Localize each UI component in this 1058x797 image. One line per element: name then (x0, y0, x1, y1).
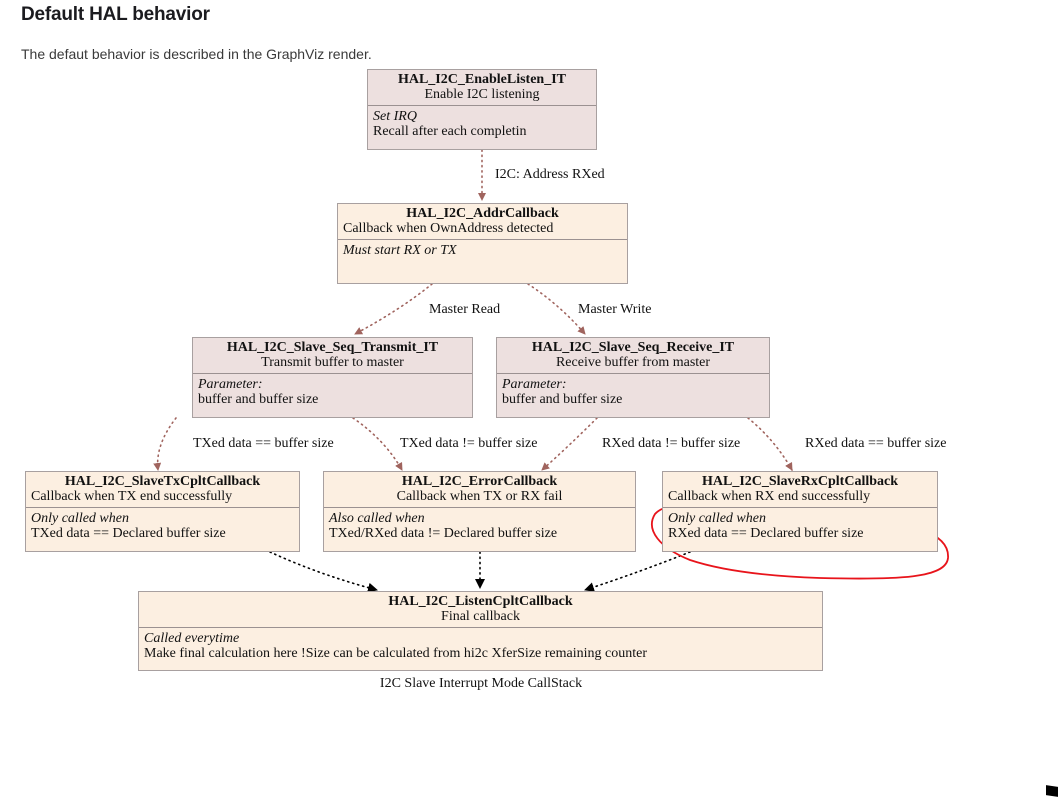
node-seq-receive: HAL_I2C_Slave_Seq_Receive_IT Receive buf… (496, 337, 770, 418)
edge-label-address-rxed: I2C: Address RXed (495, 167, 605, 182)
node-function-name: HAL_I2C_AddrCallback (406, 206, 559, 221)
node-note: Only called when (668, 511, 766, 526)
node-function-name: HAL_I2C_SlaveRxCpltCallback (701, 474, 899, 489)
node-function-name: HAL_I2C_ListenCpltCallback (388, 594, 573, 609)
cursor-fragment (1046, 785, 1058, 797)
edge-rx-equal (747, 417, 793, 471)
node-note: Must start RX or TX (343, 243, 457, 258)
edge-rx-not-equal (541, 417, 598, 471)
node-addr-callback: HAL_I2C_AddrCallback Callback when OwnAd… (337, 203, 628, 284)
node-note: Called everytime (144, 631, 240, 646)
node-enable-listen: HAL_I2C_EnableListen_IT Enable I2C liste… (367, 69, 597, 150)
node-rx-cplt-callback: HAL_I2C_SlaveRxCpltCallback Callback whe… (662, 471, 938, 552)
node-detail: TXed/RXed data != Declared buffer size (329, 526, 558, 541)
node-note: Also called when (329, 511, 425, 526)
graph-caption: I2C Slave Interrupt Mode CallStack (379, 676, 583, 691)
node-seq-transmit: HAL_I2C_Slave_Seq_Transmit_IT Transmit b… (192, 337, 473, 418)
page-description: The defaut behavior is described in the … (21, 46, 372, 62)
edge-label-tx-not-equal: TXed data != buffer size (400, 436, 538, 451)
node-listen-cplt-callback: HAL_I2C_ListenCpltCallback Final callbac… (138, 591, 823, 671)
node-detail: buffer and buffer size (502, 392, 623, 407)
node-detail: RXed data == Declared buffer size (668, 526, 864, 541)
node-error-callback: HAL_I2C_ErrorCallback Callback when TX o… (323, 471, 636, 552)
edge-tx-not-equal (352, 417, 403, 471)
node-detail: buffer and buffer size (198, 392, 319, 407)
node-description: Callback when TX end successfully (31, 489, 233, 504)
node-note: Only called when (31, 511, 129, 526)
node-description: Final callback (441, 609, 520, 624)
node-detail: Recall after each completin (373, 124, 527, 139)
edge-label-master-write: Master Write (578, 302, 652, 317)
node-function-name: HAL_I2C_ErrorCallback (401, 474, 558, 489)
page-title: Default HAL behavior (21, 4, 210, 25)
edge-label-tx-equal: TXed data == buffer size (193, 436, 334, 451)
node-note: Parameter: (198, 377, 263, 392)
edge-label-master-read: Master Read (429, 302, 501, 317)
node-description: Receive buffer from master (555, 355, 711, 370)
edge-label-rx-not-equal: RXed data != buffer size (602, 436, 741, 451)
node-function-name: HAL_I2C_Slave_Seq_Transmit_IT (226, 340, 439, 355)
edge-master-read (354, 283, 433, 335)
node-description: Callback when OwnAddress detected (343, 221, 554, 236)
node-detail: TXed data == Declared buffer size (31, 526, 226, 541)
node-function-name: HAL_I2C_EnableListen_IT (397, 72, 567, 87)
node-description: Callback when RX end successfully (668, 489, 871, 504)
edge-master-write (527, 283, 586, 335)
edge-rx-to-final (584, 551, 691, 592)
edge-label-rx-equal: RXed data == buffer size (805, 436, 947, 451)
node-description: Callback when TX or RX fail (396, 489, 563, 504)
node-description: Transmit buffer to master (261, 355, 404, 370)
node-detail: Make final calculation here !Size can be… (144, 646, 647, 661)
edge-tx-equal (153, 417, 177, 471)
node-description: Enable I2C listening (424, 87, 540, 102)
node-function-name: HAL_I2C_SlaveTxCpltCallback (64, 474, 261, 489)
node-note: Parameter: (502, 377, 567, 392)
edge-tx-to-final (269, 551, 378, 593)
node-function-name: HAL_I2C_Slave_Seq_Receive_IT (531, 340, 735, 355)
node-tx-cplt-callback: HAL_I2C_SlaveTxCpltCallback Callback whe… (25, 471, 300, 552)
node-note: Set IRQ (373, 109, 417, 124)
